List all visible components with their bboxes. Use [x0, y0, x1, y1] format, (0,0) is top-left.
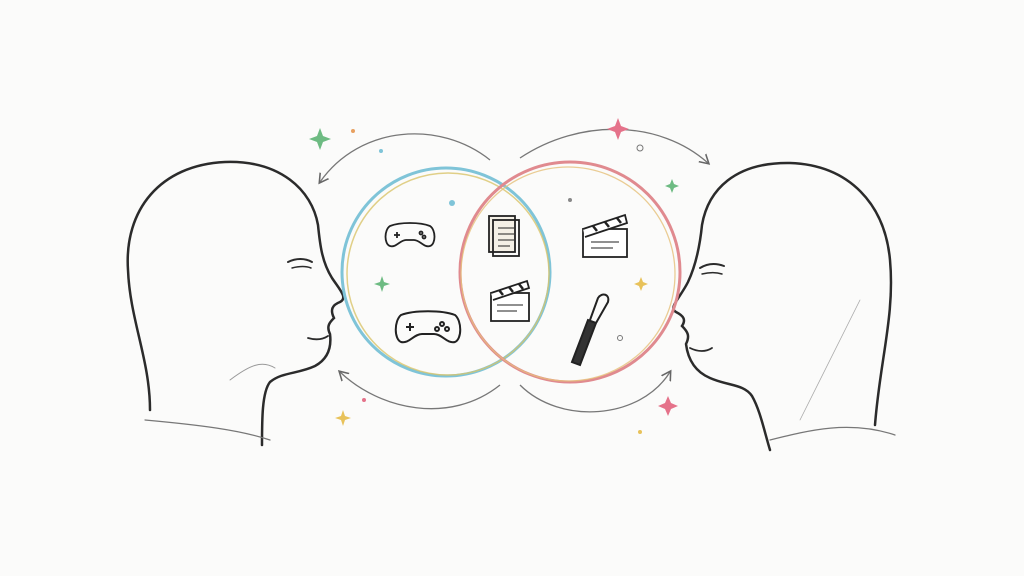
left-interest-circle [340, 166, 552, 378]
sparkle-icon [309, 128, 331, 150]
clapperboard-icon [490, 279, 531, 322]
sparkles [309, 118, 679, 434]
gamepad-icon [394, 310, 462, 344]
left-head-icon [126, 160, 345, 447]
arrow-icon [519, 372, 670, 413]
sparkle-icon [658, 396, 678, 416]
paintbrush-icon [570, 293, 610, 367]
sparkle-icon [607, 118, 629, 140]
sparkle-icon [665, 179, 679, 193]
arrow-icon [320, 133, 491, 182]
arrow-icon [519, 128, 708, 163]
book-icon [488, 215, 520, 257]
sparkle-icon [634, 277, 648, 291]
right-interest-circle [458, 160, 682, 384]
exchange-arrows [320, 128, 708, 413]
clapperboard-icon [582, 213, 629, 258]
gamepad-icon [384, 222, 436, 248]
sparkle-icon [374, 276, 390, 292]
right-head-icon [672, 161, 896, 452]
arrow-icon [340, 372, 501, 410]
sparkle-icon [335, 410, 351, 426]
